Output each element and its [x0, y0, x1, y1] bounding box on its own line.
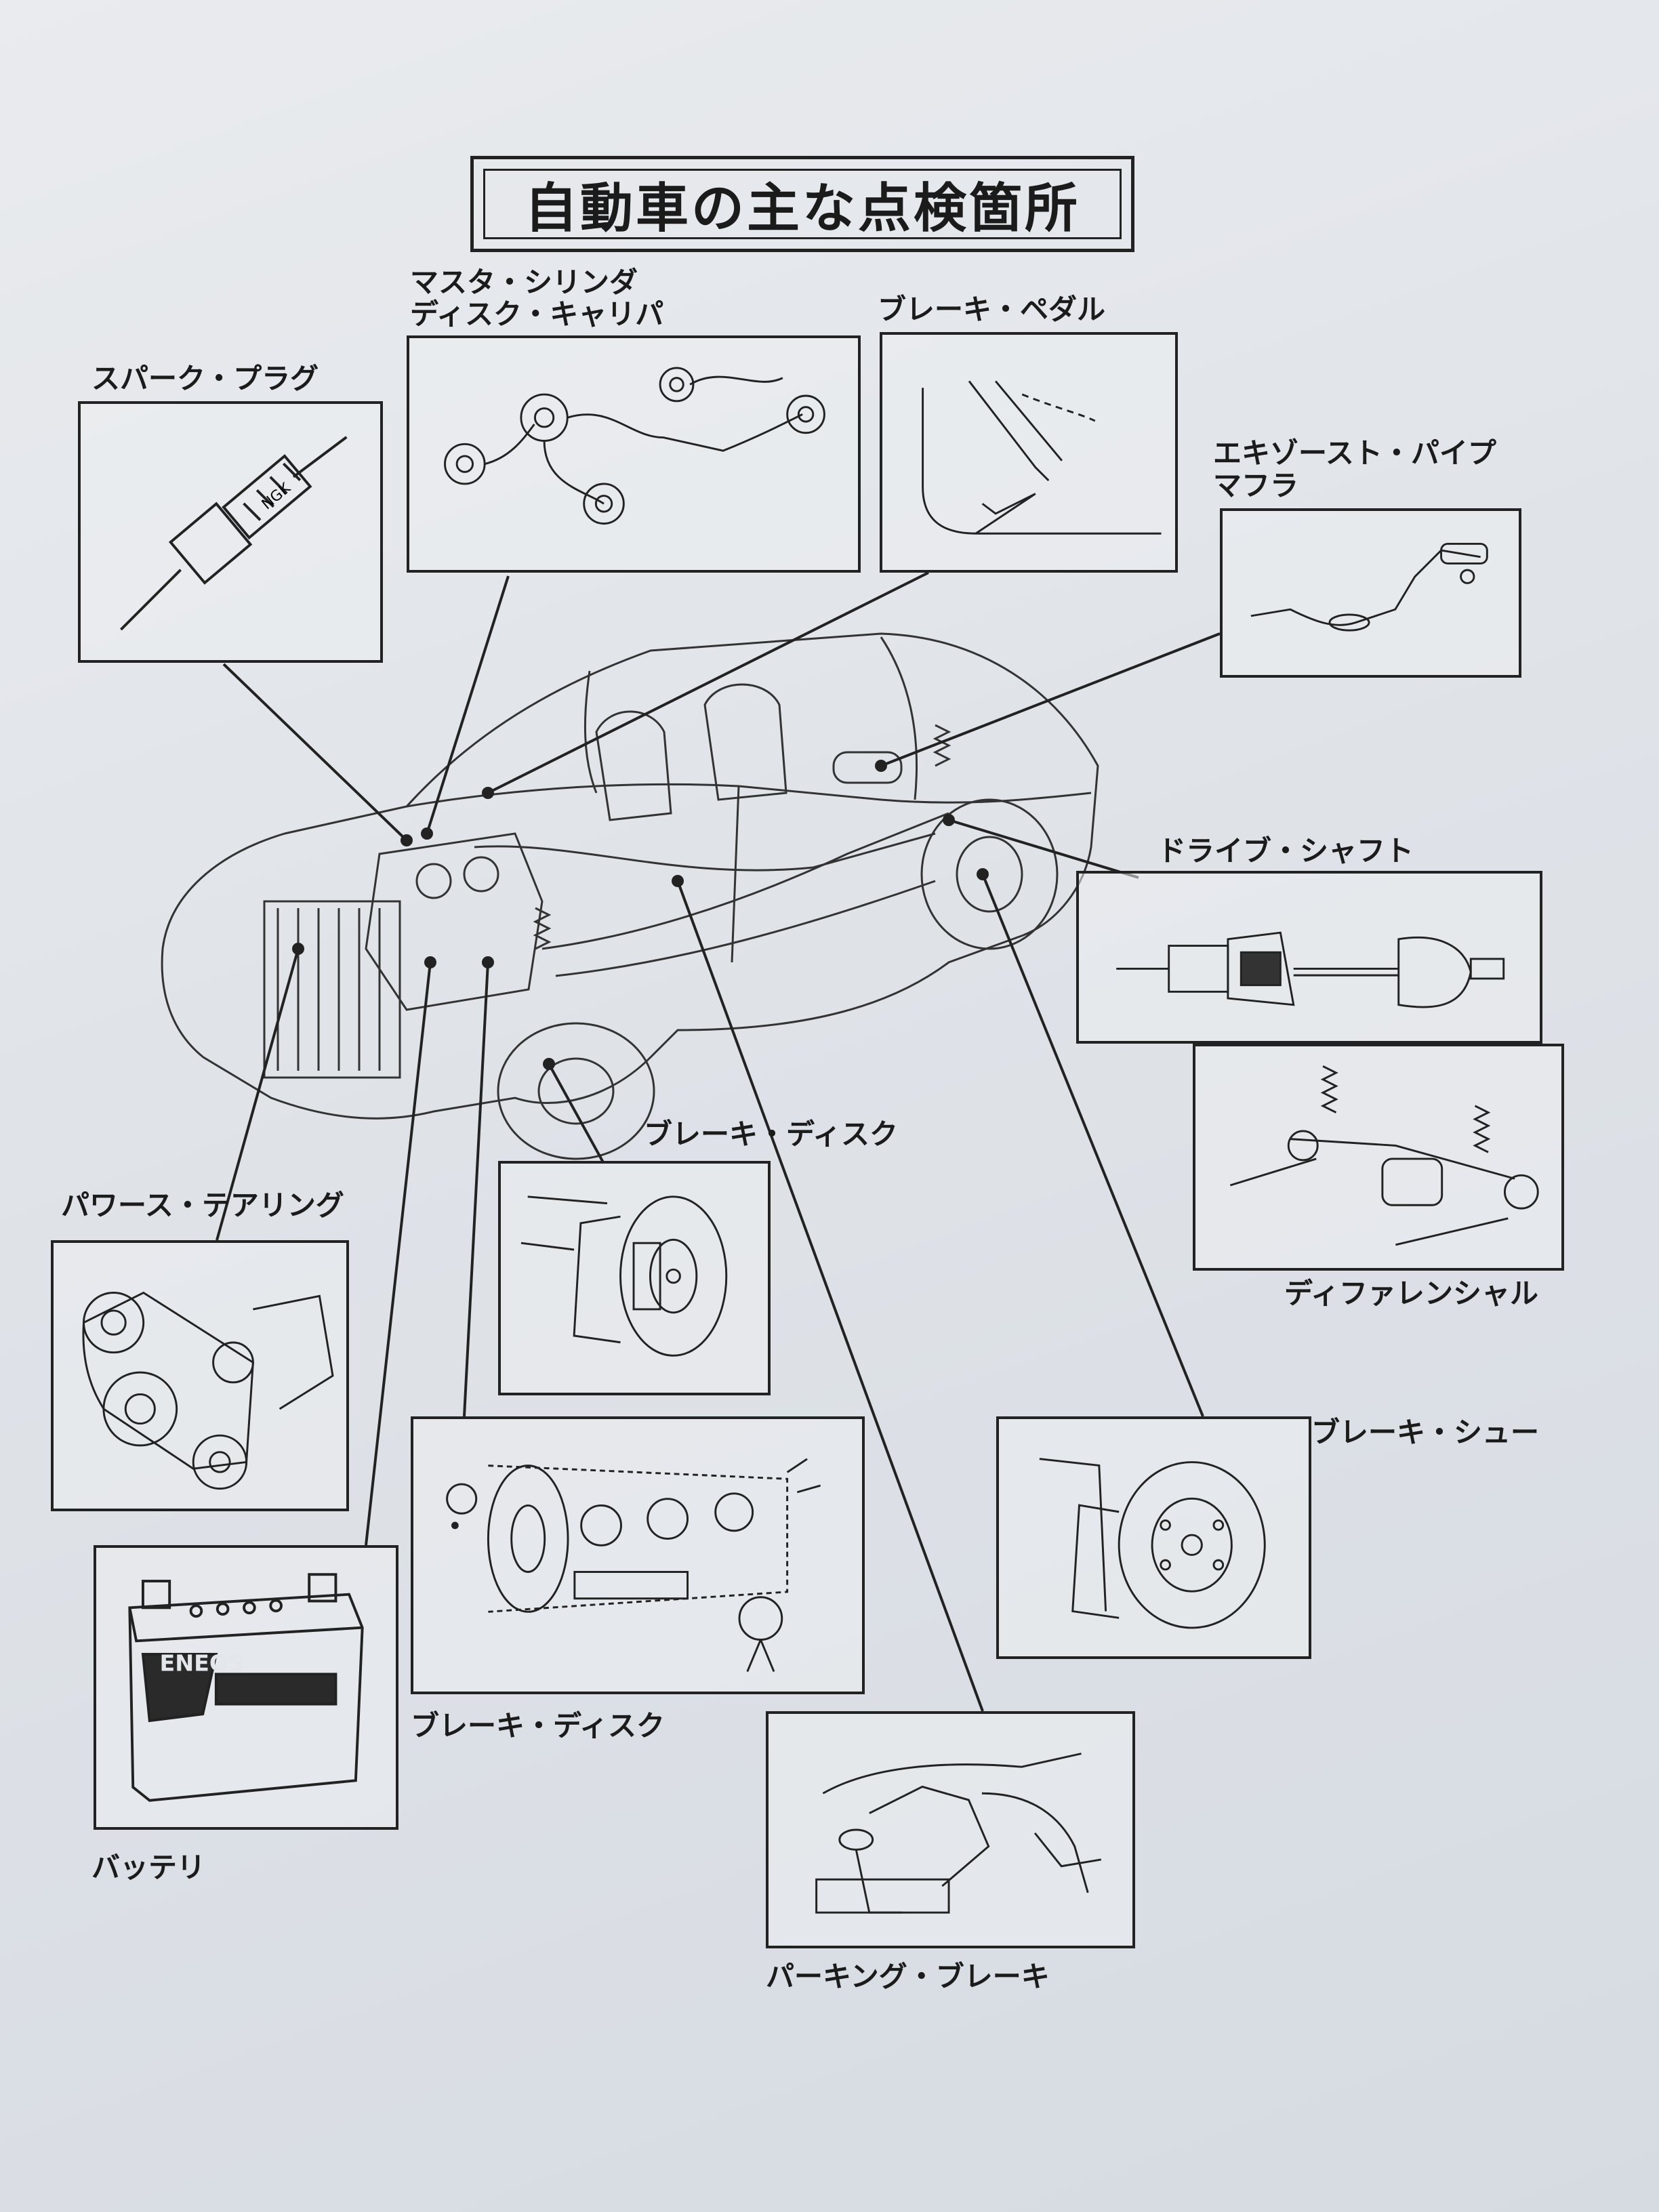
brake-disc-icon — [520, 1195, 728, 1357]
rear-spring — [933, 724, 951, 767]
panel-brake-disc-upper — [498, 1161, 771, 1395]
panel-brake-shoe — [996, 1416, 1311, 1659]
battery-icon: ENEOS — [128, 1573, 364, 1802]
spark-plug-icon: NGK — [120, 436, 348, 631]
title-frame: 自動車の主な点検箇所 — [470, 156, 1134, 252]
leader-exhaust — [880, 632, 1221, 767]
rear-wheel-hub — [956, 836, 1023, 913]
exhaust-pipe — [541, 812, 949, 950]
spark-plug-brand: NGK — [259, 479, 295, 513]
label-brake-pedal: ブレーキ・ペダル — [878, 293, 1106, 326]
panel-battery: ENEOS — [94, 1545, 398, 1830]
drive-shaft-icon — [1116, 931, 1505, 1008]
leader-brake-disc-upper — [548, 1063, 605, 1163]
car-windshield — [583, 670, 598, 794]
brake-pedal-icon — [922, 380, 1162, 535]
car-seat-rear — [703, 683, 787, 801]
leader-brake-disc-lower — [463, 962, 489, 1417]
rear-wheel — [920, 798, 1059, 950]
leader-master-cylinder — [426, 575, 510, 834]
leader-brake-shoe — [981, 874, 1204, 1417]
leader-brake-pedal — [487, 571, 929, 794]
label-brake-shoe: ブレーキ・シュー — [1311, 1416, 1540, 1449]
label-master-cylinder-line1: マスタ・シリンダ — [410, 266, 638, 299]
drive-line — [555, 880, 936, 977]
panel-brake-pedal — [880, 332, 1178, 573]
car-rear-window — [880, 636, 918, 800]
panel-master-cylinder — [407, 335, 861, 573]
panel-exhaust — [1220, 508, 1521, 678]
label-exhaust-line2: マフラ — [1213, 469, 1299, 502]
label-brake-disc-upper: ブレーキ・ディスク — [644, 1118, 899, 1151]
panel-power-steering — [51, 1240, 349, 1511]
brake-line — [474, 832, 936, 872]
leader-lines — [216, 571, 1221, 1712]
leader-power-steering — [216, 948, 300, 1241]
car-door-line — [731, 785, 740, 963]
radiator — [263, 900, 401, 1079]
front-spring — [533, 907, 552, 950]
leader-battery — [365, 962, 432, 1546]
leader-dots — [292, 760, 989, 1070]
front-wheel — [497, 1022, 655, 1160]
brake-disc-cartoon-icon — [446, 1458, 821, 1673]
label-brake-disc-lower: ブレーキ・ディスク — [411, 1709, 665, 1742]
car-roofline — [406, 783, 1092, 808]
label-master-cylinder-line2: ディスク・キャリパ — [410, 298, 664, 331]
leader-parking-brake — [676, 880, 984, 1712]
front-wheel-hub — [537, 1057, 615, 1125]
label-power-steering: パワース・テアリング — [61, 1189, 344, 1222]
page-title: 自動車の主な点検箇所 — [524, 178, 1080, 239]
leader-spark-plug — [222, 663, 408, 842]
engine-block — [365, 832, 544, 1011]
battery-brand: ENEOS — [159, 1650, 245, 1676]
brake-shoe-icon — [1039, 1458, 1266, 1629]
car-seat-front — [595, 710, 672, 821]
panel-spark-plug: NGK — [78, 401, 383, 663]
label-spark-plug: スパーク・プラグ — [91, 362, 319, 395]
panel-differential — [1193, 1044, 1564, 1271]
brake-system-icon — [444, 367, 825, 525]
parking-brake-icon — [815, 1753, 1102, 1914]
label-exhaust-line1: エキゾースト・パイプ — [1213, 436, 1496, 470]
exhaust-icon — [1250, 542, 1488, 632]
label-parking-brake: パーキング・ブレーキ — [766, 1960, 1050, 1993]
label-battery: バッテリ — [91, 1851, 206, 1884]
label-differential: ディファレンシャル — [1284, 1277, 1539, 1310]
panel-parking-brake — [766, 1711, 1135, 1948]
power-steering-icon — [82, 1291, 334, 1490]
muffler — [832, 751, 903, 784]
title-inner-frame: 自動車の主な点検箇所 — [483, 169, 1122, 239]
leader-drive-shaft — [948, 819, 1139, 879]
panel-brake-disc-lower — [411, 1416, 865, 1694]
label-drive-shaft: ドライブ・シャフト — [1158, 834, 1414, 867]
differential-icon — [1229, 1065, 1539, 1246]
panel-drive-shaft — [1076, 871, 1542, 1044]
